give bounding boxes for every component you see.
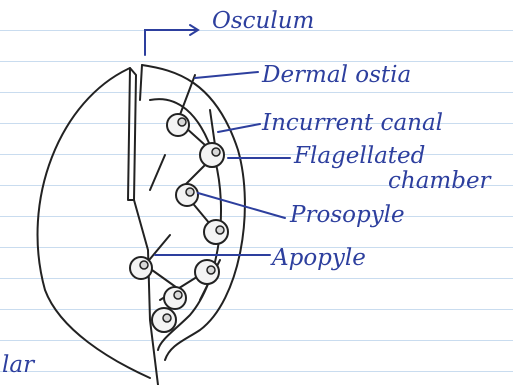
osculum-leader: [145, 25, 198, 55]
label-osculum: Osculum: [212, 8, 314, 34]
incurrent-canal-leader: [218, 124, 260, 132]
spongocoel-wall: [128, 68, 136, 200]
flagellated-chamber-group: [130, 114, 228, 332]
label-partial-word: lar: [2, 352, 36, 378]
label-prosopyle: Prosopyle: [289, 202, 405, 228]
sponge-body-outline: [38, 68, 150, 378]
central-canal: [134, 200, 158, 385]
label-incurrent-canal: Incurrent canal: [261, 110, 443, 136]
dermal-ostia-leader: [195, 72, 258, 78]
label-apopyle: Apopyle: [270, 245, 366, 271]
label-dermal-ostia: Dermal ostia: [261, 62, 411, 88]
label-chamber: chamber: [388, 168, 493, 194]
label-flagellated: Flagellated: [293, 143, 425, 169]
prosopyle-leader: [198, 193, 285, 218]
osculum-opening: [140, 65, 142, 100]
